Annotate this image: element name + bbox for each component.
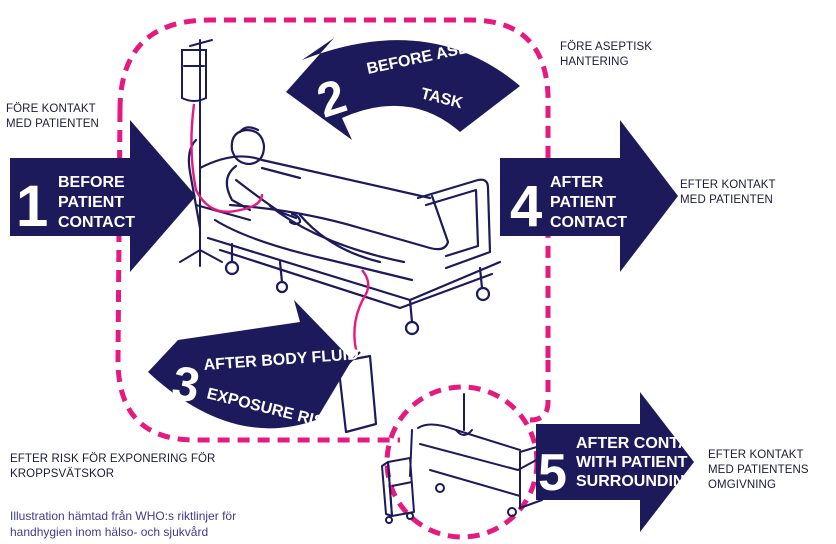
moment-3-caption-line-1: EFTER RISK FÖR EXPONERING FÖR <box>10 452 215 467</box>
moment-3-caption-line-2: KROPPSVÄTSKOR <box>10 467 215 482</box>
moment-1-arrow: 1 BEFORE PATIENT CONTACT <box>10 120 196 272</box>
empty-bed-icon <box>410 394 542 516</box>
moment-2-caption: FÖRE ASEPTISK HANTERING <box>560 40 652 70</box>
moment-1-line-2: PATIENT <box>58 194 124 211</box>
moment-2-arrow: 2 BEFORE ASEPTIC TASK <box>286 32 520 140</box>
moment-3-caption: EFTER RISK FÖR EXPONERING FÖR KROPPSVÄTS… <box>10 452 215 482</box>
hospital-bed-icon <box>189 140 500 334</box>
moment-5-caption-line-2: MED PATIENTENS <box>708 463 809 478</box>
moment-4-caption: EFTER KONTAKT MED PATIENTEN <box>680 178 776 208</box>
moment-1-number: 1 <box>16 174 48 239</box>
illustration-credit: Illustration hämtad från WHO:s riktlinje… <box>10 508 340 540</box>
moment-4-line-2: PATIENT <box>550 194 616 211</box>
moment-2-caption-line-2: HANTERING <box>560 55 652 70</box>
moment-4-number: 4 <box>510 174 542 239</box>
moment-1-caption-line-1: FÖRE KONTAKT <box>6 102 99 117</box>
moment-5-caption: EFTER KONTAKT MED PATIENTENS OMGIVNING <box>708 448 809 493</box>
moment-5-line-1: AFTER CONTACT <box>576 435 711 452</box>
credit-line-1: Illustration hämtad från WHO:s riktlinje… <box>10 508 340 524</box>
moment-5-caption-line-1: EFTER KONTAKT <box>708 448 809 463</box>
moment-1-caption-line-2: MED PATIENTEN <box>6 117 99 132</box>
moment-5-number: 5 <box>538 444 567 502</box>
moment-5-arrow: 5 AFTER CONTACT WITH PATIENT SURROUNDING… <box>536 392 711 532</box>
iv-drip-icon <box>180 40 222 266</box>
moment-5-line-2: WITH PATIENT <box>576 454 688 471</box>
moment-4-arrow: 4 AFTER PATIENT CONTACT <box>500 120 678 272</box>
moment-1-line-3: CONTACT <box>58 214 135 231</box>
moment-2-caption-line-1: FÖRE ASEPTISK <box>560 40 652 55</box>
moment-5-caption-line-3: OMGIVNING <box>708 478 809 493</box>
moment-1-line-1: BEFORE <box>58 174 125 191</box>
moment-4-caption-line-1: EFTER KONTAKT <box>680 178 776 193</box>
moment-5-line-3: SURROUNDINGS <box>576 473 708 490</box>
moment-4-line-3: CONTACT <box>550 214 627 231</box>
catheter-line <box>354 270 368 350</box>
moment-4-line-1: AFTER <box>550 174 604 191</box>
moment-4-caption-line-2: MED PATIENTEN <box>680 193 776 208</box>
moment-1-caption: FÖRE KONTAKT MED PATIENTEN <box>6 102 99 132</box>
credit-line-2: handhygien inom hälso- och sjukvård <box>10 524 340 540</box>
moment-3-arrow: 3 AFTER BODY FLUID EXPOSURE RISK <box>148 300 359 434</box>
